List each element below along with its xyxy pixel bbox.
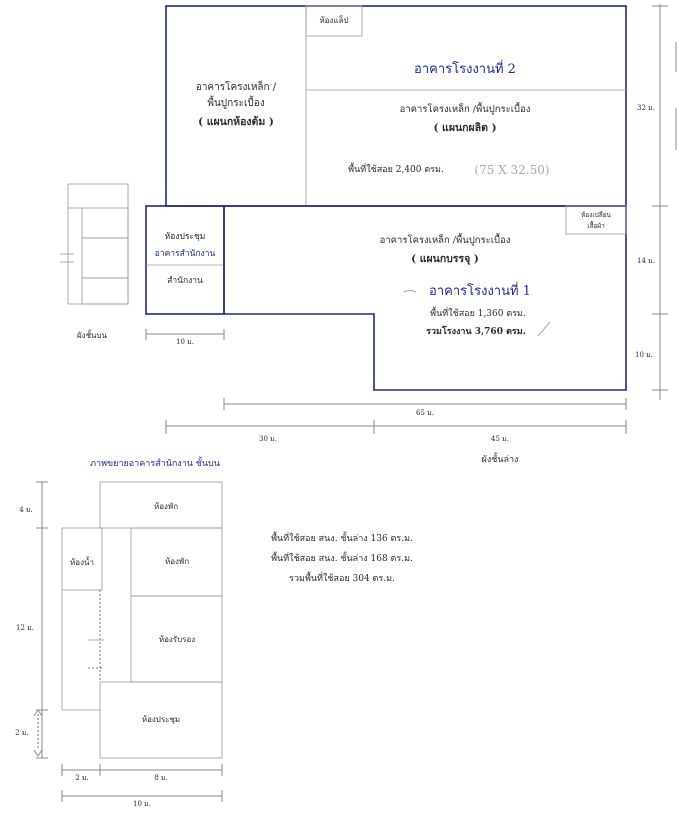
building-1-desc: อาคารโครงเหล็ก /พื้นปูกระเบื้อง [380,233,511,246]
upper-floor-label: ผังชั้นบน [77,329,108,340]
boiler-dept: ( แผนกห้องต้ม ) [198,115,274,128]
note-line-1: พื้นที่ใช้สอย สนง. ชั้นล่าง 136 ตร.ม. [271,531,413,544]
changing-room-outline [565,205,627,235]
lab-room-outline [305,5,363,37]
building-1-title: อาคารโรงงานที่ 1 [429,282,531,299]
toilet-outline [61,527,103,591]
dim-32-label: 32 ม. [637,104,655,112]
factory-plan: ห้องแล็ป อาคารโรงงานที่ 2 อาคารโครงเหล็ก… [145,4,668,465]
dim-30-label: 30 ม. [259,435,277,443]
meeting-room-label: ห้องประชุม [142,715,180,724]
dim-10-label: 10 ม. [133,800,151,808]
building-2-area: พื้นที่ใช้สอย 2,400 ตรม. [348,162,444,175]
office-block-outline [145,205,225,315]
note-line-3: รวมพื้นที่ใช้สอย 304 ตร.ม. [289,571,395,584]
building-2-title: อาคารโรงงานที่ 2 [414,60,516,77]
dim-10-right-label: 10 ม. [635,351,653,359]
total-area: รวมโรงงาน 3,760 ตรม. [426,325,526,337]
office-room-label: สำนักงาน [167,276,203,286]
building-2-desc: อาคารโครงเหล็ก /พื้นปูกระเบื้อง [400,102,531,115]
dim-2-label: 2 ม. [75,774,89,782]
building-1-area: พื้นที่ใช้สอย 1,360 ตรม. [430,306,526,319]
dim-4-label: 4 ม. [19,506,33,514]
lab-room-label: ห้องแล็ป [319,15,348,25]
boiler-desc-line1: อาคารโครงเหล็ก / [196,79,277,93]
building-1-outline [224,205,627,391]
office-building-label: อาคารสำนักงาน [155,249,216,259]
building-1-dept: ( แผนกบรรจุ ) [411,253,479,266]
office-meeting-label: ห้องประชุม [165,231,206,242]
dim-65-label: 65 ม. [416,409,434,417]
building-2-dept: ( แผนกผลิต ) [433,122,496,134]
toilet-label: ห้องน้ำ [70,556,94,567]
reception-label: ห้องรับรอง [159,635,195,644]
dim-8-label: 8 ม. [154,774,168,782]
lower-floor-label: ผังชั้นล่าง [482,452,519,465]
dim-12-label: 12 ม. [16,624,34,632]
area-notes: พื้นที่ใช้สอย สนง. ชั้นล่าง 136 ตร.ม. พื… [271,531,413,584]
meeting-room-outline [99,681,223,759]
changing-room-label-1: ห้องเปลี่ยน [581,210,612,219]
changing-room-label-2: เสื้อผ้า [587,221,605,230]
boiler-desc-line2: พื้นปูกระเบื้อง [207,95,264,109]
note-line-2: พื้นที่ใช้สอย สนง. ชั้นล่าง 168 ตร.ม. [271,551,413,564]
rest-room-1-label: ห้องพัก [154,502,178,511]
office-upper-detail: ภาพขยายอาคารสำนักงาน ชั้นบน ห้องพัก ห้อง… [15,456,223,808]
dim-10-left-label: 10 ม. [176,338,194,346]
dim-14-label: 14 ม. [637,257,655,265]
building-2-hand-note: (75 X 32.50) [474,163,549,177]
rest-room-2-label: ห้องพัก [165,557,189,566]
upper-floor-thumbnail: ผังชั้นบน [60,183,129,340]
dim-2-side-label: 2 ม. [15,729,29,737]
detail-title: ภาพขยายอาคารสำนักงาน ชั้นบน [90,456,220,469]
dim-45-label: 45 ม. [491,435,509,443]
